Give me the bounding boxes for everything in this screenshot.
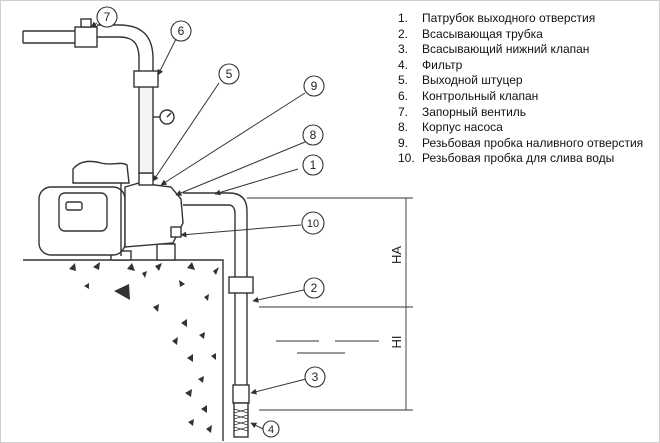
suction-pipe-outer: [183, 192, 248, 385]
pump-handle: [72, 160, 130, 184]
callout-6: 6: [178, 24, 185, 38]
discharge-pipe: [138, 78, 154, 174]
dimension-hi: HI: [389, 336, 404, 349]
legend-number: 10.: [398, 151, 415, 166]
check-valve: [133, 70, 159, 88]
callout-9: 9: [311, 79, 318, 93]
terminal-label: [65, 201, 83, 211]
legend-label: Фильтр: [422, 57, 463, 72]
callout-circle-2: [303, 277, 325, 299]
leader-lines: [90, 21, 307, 430]
callout-circle-3: [304, 366, 326, 388]
legend-item: 9. Резьбовая пробка наливного отверстия: [398, 136, 643, 152]
callout-circle-1: [302, 154, 324, 176]
outlet-connector: [138, 172, 154, 186]
water-lines: [276, 340, 379, 354]
ground-line: [23, 259, 224, 441]
legend-number: 8.: [398, 120, 409, 135]
callout-3: 3: [312, 370, 319, 384]
legend-item: 3. Всасывающий нижний клапан: [398, 42, 643, 58]
legend-item: 8. Корпус насоса: [398, 120, 643, 136]
legend-number: 2.: [398, 26, 409, 41]
legend-number: 6.: [398, 88, 409, 103]
outlet-pipe: [23, 30, 75, 44]
legend-item: 2. Всасывающая трубка: [398, 27, 643, 43]
drain-plug: [170, 226, 182, 238]
callout-4: 4: [268, 424, 274, 436]
callout-8: 8: [310, 128, 317, 142]
shutoff-valve: [74, 26, 98, 48]
callout-7: 7: [104, 10, 111, 24]
legend-label: Запорный вентиль: [422, 104, 527, 119]
legend-label: Резьбовая пробка для слива воды: [422, 151, 615, 166]
legend-number: 3.: [398, 42, 409, 57]
legend-label: Выходной штуцер: [422, 73, 523, 88]
callout-circle-10: [301, 211, 325, 235]
motor-terminal-box: [58, 192, 108, 232]
legend-item: 5. Выходной штуцер: [398, 73, 643, 89]
suction-pipe-inner: [183, 204, 236, 385]
pipe-coupling: [228, 276, 254, 294]
legend-label: Резьбовая пробка наливного отверстия: [422, 135, 644, 150]
callout-10: 10: [307, 218, 319, 230]
ground-marks: [69, 262, 219, 433]
legend-number: 4.: [398, 57, 409, 72]
legend-label: Корпус насоса: [422, 120, 503, 135]
filter-mesh: [233, 408, 249, 432]
parts-legend: 1. Патрубок выходного отверстия 2. Всасыва…: [398, 11, 643, 167]
callout-circle-6: [170, 20, 192, 42]
legend-label: Контрольный клапан: [422, 88, 539, 103]
callout-circle-4: [262, 420, 280, 438]
legend-item: 10. Резьбовая пробка для слива воды: [398, 151, 643, 167]
dimension-lines: [247, 197, 413, 411]
filter: [233, 402, 249, 438]
legend-label: Всасывающая трубка: [422, 26, 543, 41]
foot-valve: [232, 384, 250, 404]
pump-foot-right: [156, 243, 176, 261]
legend-item: 6. Контрольный клапан: [398, 89, 643, 105]
legend-item: 7. Запорный вентиль: [398, 105, 643, 121]
callout-1: 1: [310, 158, 317, 172]
legend-label: Патрубок выходного отверстия: [422, 11, 596, 25]
legend-item: 4. Фильтр: [398, 58, 643, 74]
legend-number: 9.: [398, 135, 409, 150]
legend-number: 7.: [398, 104, 409, 119]
legend-number: 1.: [398, 11, 409, 25]
dimension-ha: HA: [389, 246, 404, 264]
callout-circle-8: [302, 124, 324, 146]
callout-2: 2: [311, 281, 318, 295]
callout-circle-9: [303, 75, 325, 97]
legend-number: 5.: [398, 73, 409, 88]
legend-label: Всасывающий нижний клапан: [422, 42, 590, 57]
callout-5: 5: [226, 67, 233, 81]
callout-circle-7: [96, 6, 118, 28]
legend-item: 1. Патрубок выходного отверстия: [398, 11, 643, 27]
callout-circle-5: [218, 63, 240, 85]
